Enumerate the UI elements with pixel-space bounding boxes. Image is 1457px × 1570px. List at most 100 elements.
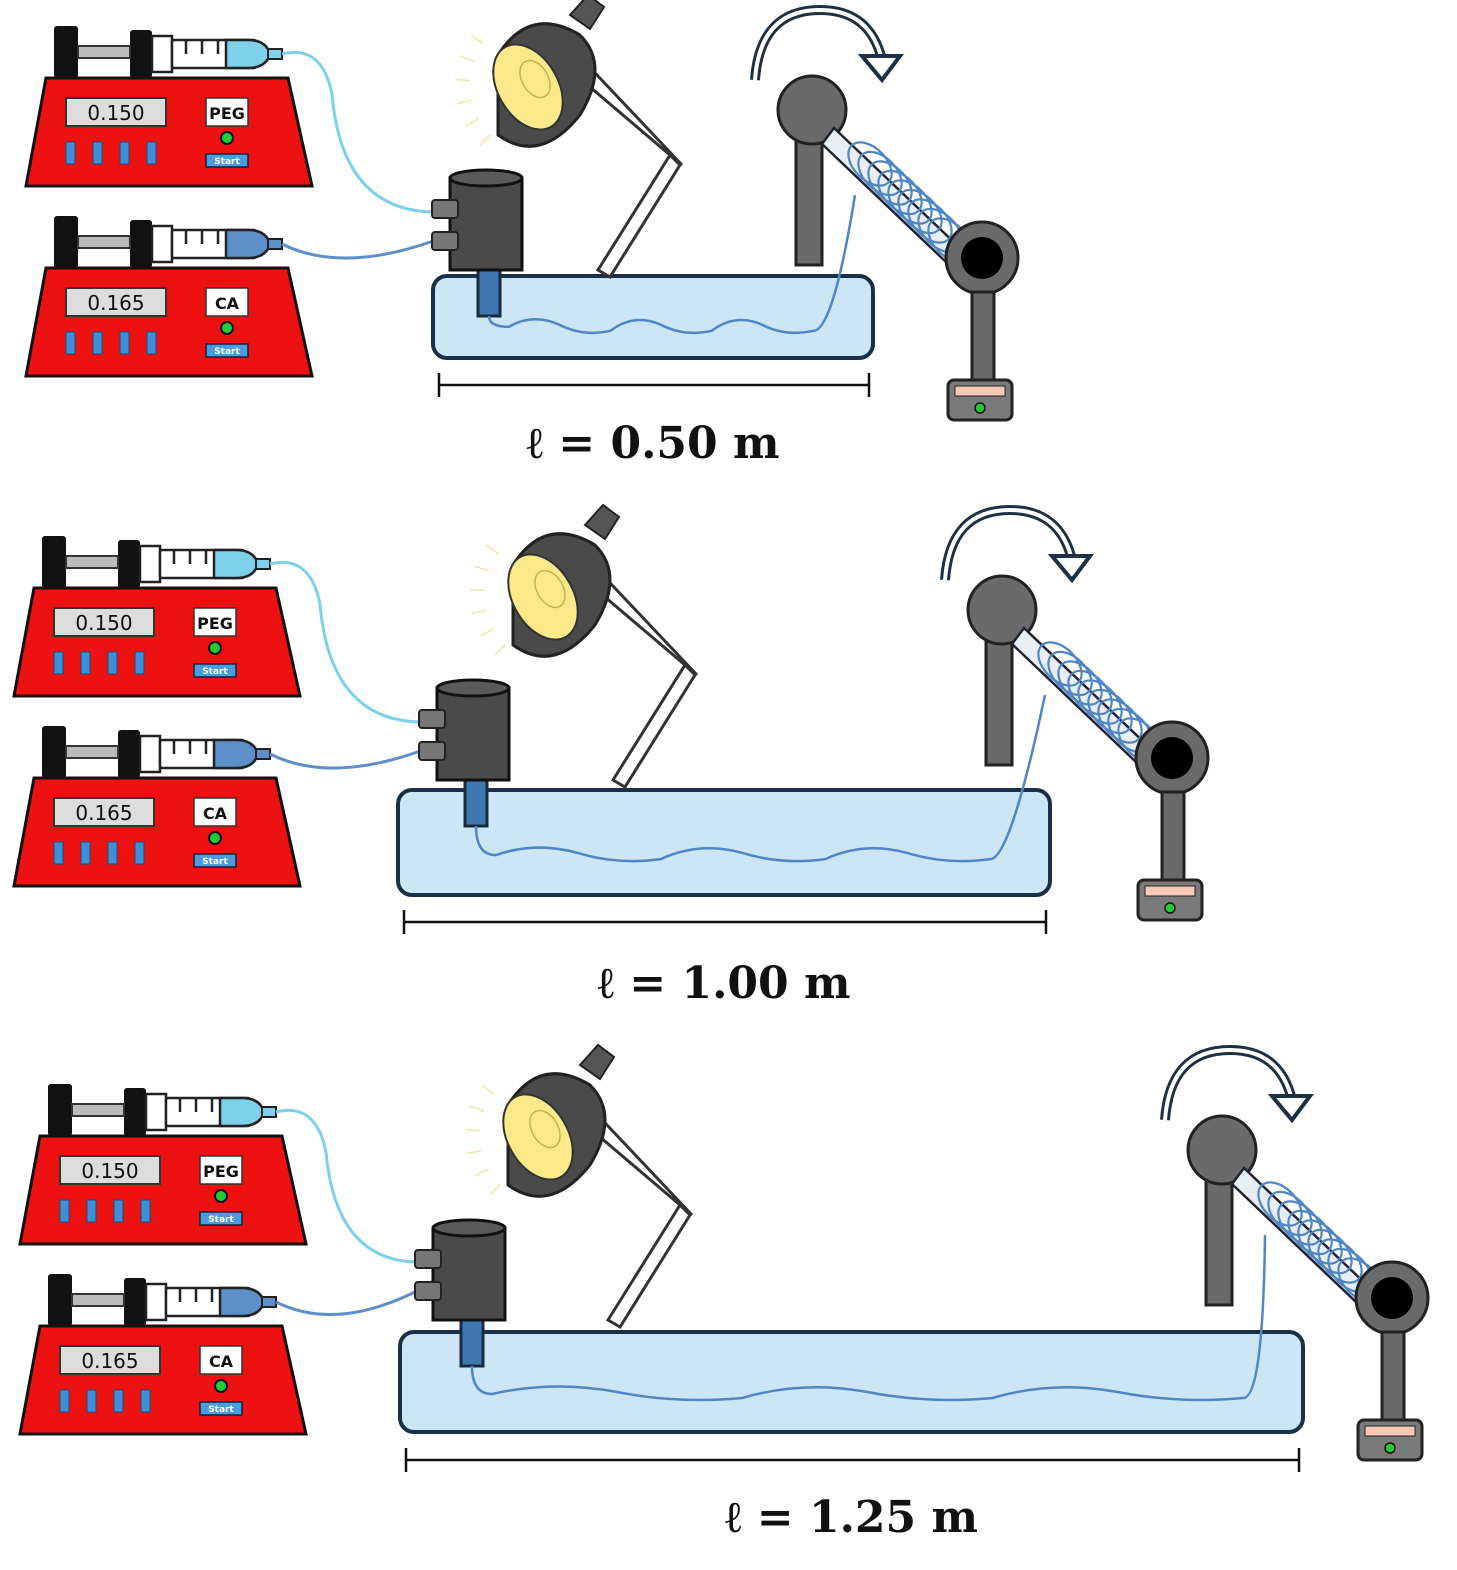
fiber-coil-turn [1307, 1228, 1353, 1275]
syringe-liquid [212, 738, 260, 770]
spinneret-inlet-bottom [414, 1281, 442, 1301]
pump-tag-label: CA [215, 294, 240, 313]
lamp-socket [578, 1043, 616, 1081]
lamp-arm-lower [610, 662, 697, 790]
syringe-nozzle [267, 48, 283, 60]
pump-start-label: Start [202, 857, 228, 867]
lamp-bulb-highlight [534, 569, 566, 609]
collector-hub [776, 74, 848, 146]
syringe-nozzle [255, 558, 271, 570]
fiber-coil-turn [1087, 688, 1133, 735]
pump-start-button [199, 1401, 243, 1416]
pump-clamp-right [124, 1088, 146, 1136]
pump-display-value: 0.150 [81, 1159, 138, 1183]
spinneret-needle [463, 776, 489, 828]
spinneret-inlet-bottom [418, 741, 446, 761]
pump-start-button [205, 153, 249, 168]
pump-display [59, 1155, 161, 1185]
rotating-collector [750, 4, 1020, 422]
lamp-glow-ray [485, 544, 499, 555]
pump-display [53, 607, 155, 637]
pump-key [146, 331, 157, 355]
collector-hub [966, 574, 1038, 646]
coagulation-bath [398, 1330, 1305, 1434]
pump-body [24, 266, 314, 378]
pump-key [119, 141, 130, 165]
fiber-coil-turn [1297, 1219, 1343, 1265]
pump-key [80, 651, 91, 675]
pump-tag-label: PEG [209, 104, 245, 123]
pump-key [53, 841, 64, 865]
lamp-glow-ray [494, 643, 507, 656]
fiber-coil-turn [877, 169, 923, 216]
spinneret-body [435, 686, 511, 782]
fiber-strand [470, 1234, 1267, 1402]
lamp-glow-ray [466, 1149, 482, 1155]
lamp-glow-ray [475, 1168, 490, 1177]
collector-motor-center [1371, 1277, 1413, 1319]
pump-tag-label: CA [209, 1352, 234, 1371]
collector-motor-center [961, 237, 1003, 279]
rotation-arrow [750, 4, 887, 81]
tube-ca [281, 238, 437, 260]
pump-clamp-right [118, 730, 140, 778]
pump-clamp-left [42, 726, 66, 778]
tube-peg [275, 1108, 420, 1264]
pump-status-led [208, 831, 222, 845]
lamp-bulb-highlight [519, 59, 551, 99]
pump-display-value: 0.150 [75, 611, 132, 635]
rotation-arrow-inner [753, 7, 884, 81]
fiber-coil-turn [1287, 1209, 1333, 1256]
lamp-bulb-highlight [529, 1109, 561, 1149]
lamp-glow-ray [479, 133, 492, 146]
syringe-nozzle [267, 238, 283, 250]
tube-peg [269, 560, 424, 724]
pump-key [59, 1389, 70, 1413]
pump-display-value: 0.165 [87, 291, 144, 315]
bath-length-label: ℓ = 0.50 m [526, 418, 780, 469]
pump-body [12, 776, 302, 888]
collector-led [1384, 1442, 1396, 1454]
fiber-coil-turn [847, 141, 893, 187]
pump-key [92, 141, 103, 165]
lamp-glow-ray [465, 118, 480, 127]
coagulation-bath [396, 788, 1052, 897]
pump-body [18, 1134, 308, 1246]
rotating-collector [1160, 1044, 1430, 1462]
pump-key [80, 841, 91, 865]
pump-start-label: Start [214, 157, 240, 167]
pump-rod [71, 1293, 125, 1307]
fiber-coil-turn [1047, 650, 1093, 697]
pump-key [140, 1199, 151, 1223]
spinneret-top [431, 1218, 507, 1238]
pump-rod [77, 235, 131, 249]
lamp-glow-ray [480, 1084, 494, 1095]
spinneret-body [431, 1226, 507, 1322]
pump-key [65, 331, 76, 355]
syringe-flange [138, 544, 162, 584]
fiber-coil-turn [1317, 1238, 1363, 1284]
pump-display [53, 797, 155, 827]
syringe-nozzle [261, 1106, 277, 1118]
collector-led [1164, 902, 1176, 914]
collector-hub [1186, 1114, 1258, 1186]
pump-clamp-left [54, 216, 78, 268]
pump-display-value: 0.150 [87, 101, 144, 125]
lamp-glow-ray [459, 55, 475, 62]
pump-tag-box [205, 287, 249, 317]
spinneret-top [448, 168, 524, 188]
spinneret-inlet-top [414, 1249, 442, 1269]
lamp-glow-ray [470, 588, 486, 592]
lamp-socket [583, 503, 621, 541]
pump-display-value: 0.165 [75, 801, 132, 825]
rotating-collector [940, 504, 1210, 922]
collector-post [794, 128, 824, 267]
spinneret-top [435, 678, 511, 698]
pump-key [134, 651, 145, 675]
rotation-arrow [940, 504, 1077, 581]
